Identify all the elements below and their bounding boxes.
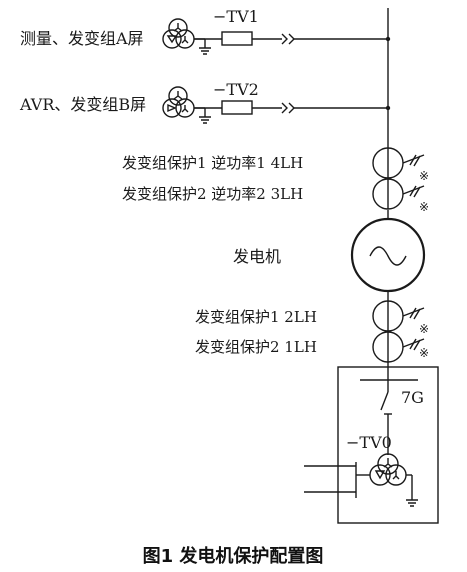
tv1-delta-symbol (166, 35, 178, 44)
screen-b-label: AVR、发变组B屏 (19, 95, 146, 114)
tv0-cabinet (337, 366, 439, 524)
tv1-plug-icon (281, 33, 295, 45)
ct-4lh-mark: ※ (419, 169, 429, 183)
ct-3lh-mark: ※ (419, 200, 429, 214)
ct-1lh-label: 发变组保护2 1LH (195, 338, 317, 356)
tv2-junction (385, 105, 391, 111)
ground-icon (199, 116, 211, 124)
tv0-transformer (369, 453, 407, 486)
switch-7g-blade (380, 391, 389, 411)
tv2-plug-icon (281, 102, 295, 114)
ground-icon (406, 499, 418, 507)
tv1-junction (385, 36, 391, 42)
ct-1lh-mark: ※ (419, 346, 429, 360)
figure-caption: 图1 发电机保护配置图 (143, 545, 324, 567)
tv0-label: −TV0 (346, 433, 392, 452)
ground-icon (199, 47, 211, 55)
tv1-winding-top (168, 18, 188, 38)
tv1-winding-left (162, 29, 182, 49)
tv2-branch (162, 86, 391, 124)
tv2-label: −TV2 (213, 80, 259, 99)
tv2-winding-top (168, 86, 188, 106)
ct-3lh-label: 发变组保护2 逆功率2 3LH (122, 185, 303, 203)
generator-label: 发电机 (233, 247, 281, 266)
tv1-fuse (221, 31, 253, 46)
ct-group-lower (372, 300, 425, 380)
screen-a-label: 测量、发变组A屏 (20, 29, 144, 48)
tv1-wye-symbol-2 (181, 36, 189, 44)
ct-4lh-label: 发变组保护1 逆功率1 4LH (122, 154, 303, 172)
tv2-fuse (221, 100, 253, 115)
sine-wave-icon (369, 246, 407, 266)
ct-group-upper (372, 147, 425, 210)
generator-symbol (350, 217, 426, 293)
tv2-winding-left (162, 98, 182, 118)
switch-7g-label: 7G (401, 388, 424, 407)
ct-2lh-label: 发变组保护1 2LH (195, 308, 317, 326)
tv1-wye-symbol (173, 23, 183, 32)
tv1-branch (162, 18, 391, 55)
ct-2lh-mark: ※ (419, 322, 429, 336)
tv1-label: −TV1 (213, 7, 259, 26)
